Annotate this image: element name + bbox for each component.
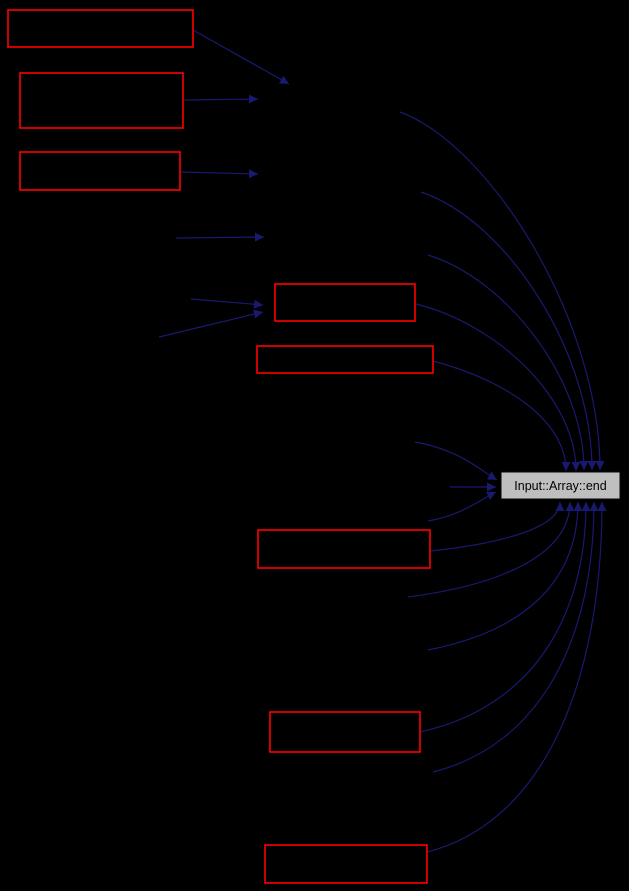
target-node-box — [500, 471, 621, 500]
caller-node[interactable] — [256, 345, 434, 374]
call-edge — [419, 501, 591, 733]
caller-node[interactable] — [19, 72, 184, 129]
call-edge — [175, 232, 265, 242]
call-edge — [183, 94, 259, 104]
call-edge — [192, 29, 290, 85]
caller-node[interactable] — [7, 9, 194, 48]
call-edge — [427, 254, 589, 471]
call-edge — [414, 441, 498, 481]
target-node: Input::Array::end — [500, 471, 621, 500]
call-edge — [432, 501, 599, 773]
call-edge — [427, 501, 583, 651]
call-edge — [420, 191, 597, 471]
caller-node[interactable] — [274, 283, 416, 322]
call-edge — [415, 303, 581, 472]
caller-node[interactable] — [19, 151, 181, 191]
caller-nodes — [7, 9, 434, 884]
call-edge — [432, 360, 571, 472]
call-edge — [427, 491, 497, 522]
call-edge — [180, 169, 259, 179]
caller-node[interactable] — [257, 529, 431, 569]
call-edge — [429, 501, 565, 552]
call-edge — [158, 309, 264, 338]
call-edge — [426, 501, 607, 853]
edges-to-target — [399, 111, 607, 853]
call-edge — [190, 298, 264, 309]
edges-straight — [158, 29, 290, 338]
caller-node[interactable] — [269, 711, 421, 753]
call-edge — [399, 111, 605, 471]
caller-node[interactable] — [264, 844, 428, 884]
call-edge — [407, 501, 575, 598]
target-node-label: Input::Array::end — [514, 479, 606, 493]
